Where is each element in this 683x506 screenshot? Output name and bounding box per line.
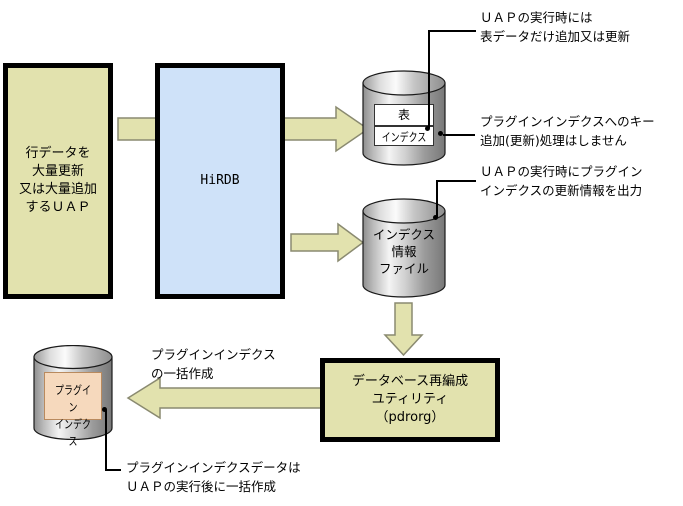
cylinder-index-section: インデクス [374, 126, 434, 146]
hirdb-box: HiRDB [155, 63, 285, 299]
cylinder-table-section: 表 [374, 104, 434, 126]
leader-line-plugin-data-vertical [105, 410, 107, 470]
cylinder-plugin-index-label: プラグイン インデクス [55, 383, 91, 448]
leader-line-output-info-vertical [436, 180, 438, 217]
pdrorg-box-label: データベース再編成 ユティリティ （pdrorg） [351, 374, 469, 425]
annotation-plugin-index-data: プラグインインデクスデータは ＵＡＰの実行後に一括作成 [126, 460, 301, 494]
annotation-no-key-add: プラグインインデクスへのキー 追加(更新)処理はしません [480, 114, 655, 148]
leader-line-output-info-horizontal [436, 180, 476, 182]
leader-line-plugin-data-horizontal [105, 469, 121, 471]
annotation-uap-exec-table-only: ＵＡＰの実行時には 表データだけ追加又は更新 [480, 10, 631, 44]
arrow-index-file-to-pdrorg [383, 302, 424, 357]
leader-line-no-key-add [443, 134, 475, 136]
uap-box-label: 行データを 大量更新 又は大量追加 するＵＡＰ [18, 146, 97, 215]
arrow-hirdb-to-index-file [290, 222, 365, 263]
leader-line-uap-exec-horizontal [428, 30, 476, 32]
annotation-output-update-info: ＵＡＰの実行時にプラグイン インデクスの更新情報を出力 [480, 164, 643, 198]
cylinder-plugin-index: プラグイン インデクス [33, 345, 113, 448]
cylinder-index-label: インデクス [381, 130, 427, 144]
pdrorg-box: データベース再編成 ユティリティ （pdrorg） [320, 358, 500, 442]
cylinder-plugin-index-section: プラグイン インデクス [44, 372, 102, 448]
leader-dot-plugin-index [102, 407, 107, 412]
cylinder-table-index: 表 インデクス [362, 70, 446, 166]
leader-dot-index-info-file [433, 215, 438, 220]
leader-dot-table-section [425, 126, 430, 131]
leader-dot-index-section [438, 131, 443, 136]
uap-box: 行データを 大量更新 又は大量追加 するＵＡＰ [3, 63, 113, 299]
cylinder-index-info-file: インデクス 情報 ファイル [362, 198, 446, 298]
arrow-pdrorg-to-plugin-index [126, 376, 324, 420]
cylinder-table-label: 表 [397, 108, 410, 122]
hirdb-box-label: HiRDB [200, 173, 240, 188]
leader-line-uap-exec-vertical [428, 30, 430, 128]
annotation-batch-create: プラグインインデクス の一括作成 [151, 347, 276, 381]
